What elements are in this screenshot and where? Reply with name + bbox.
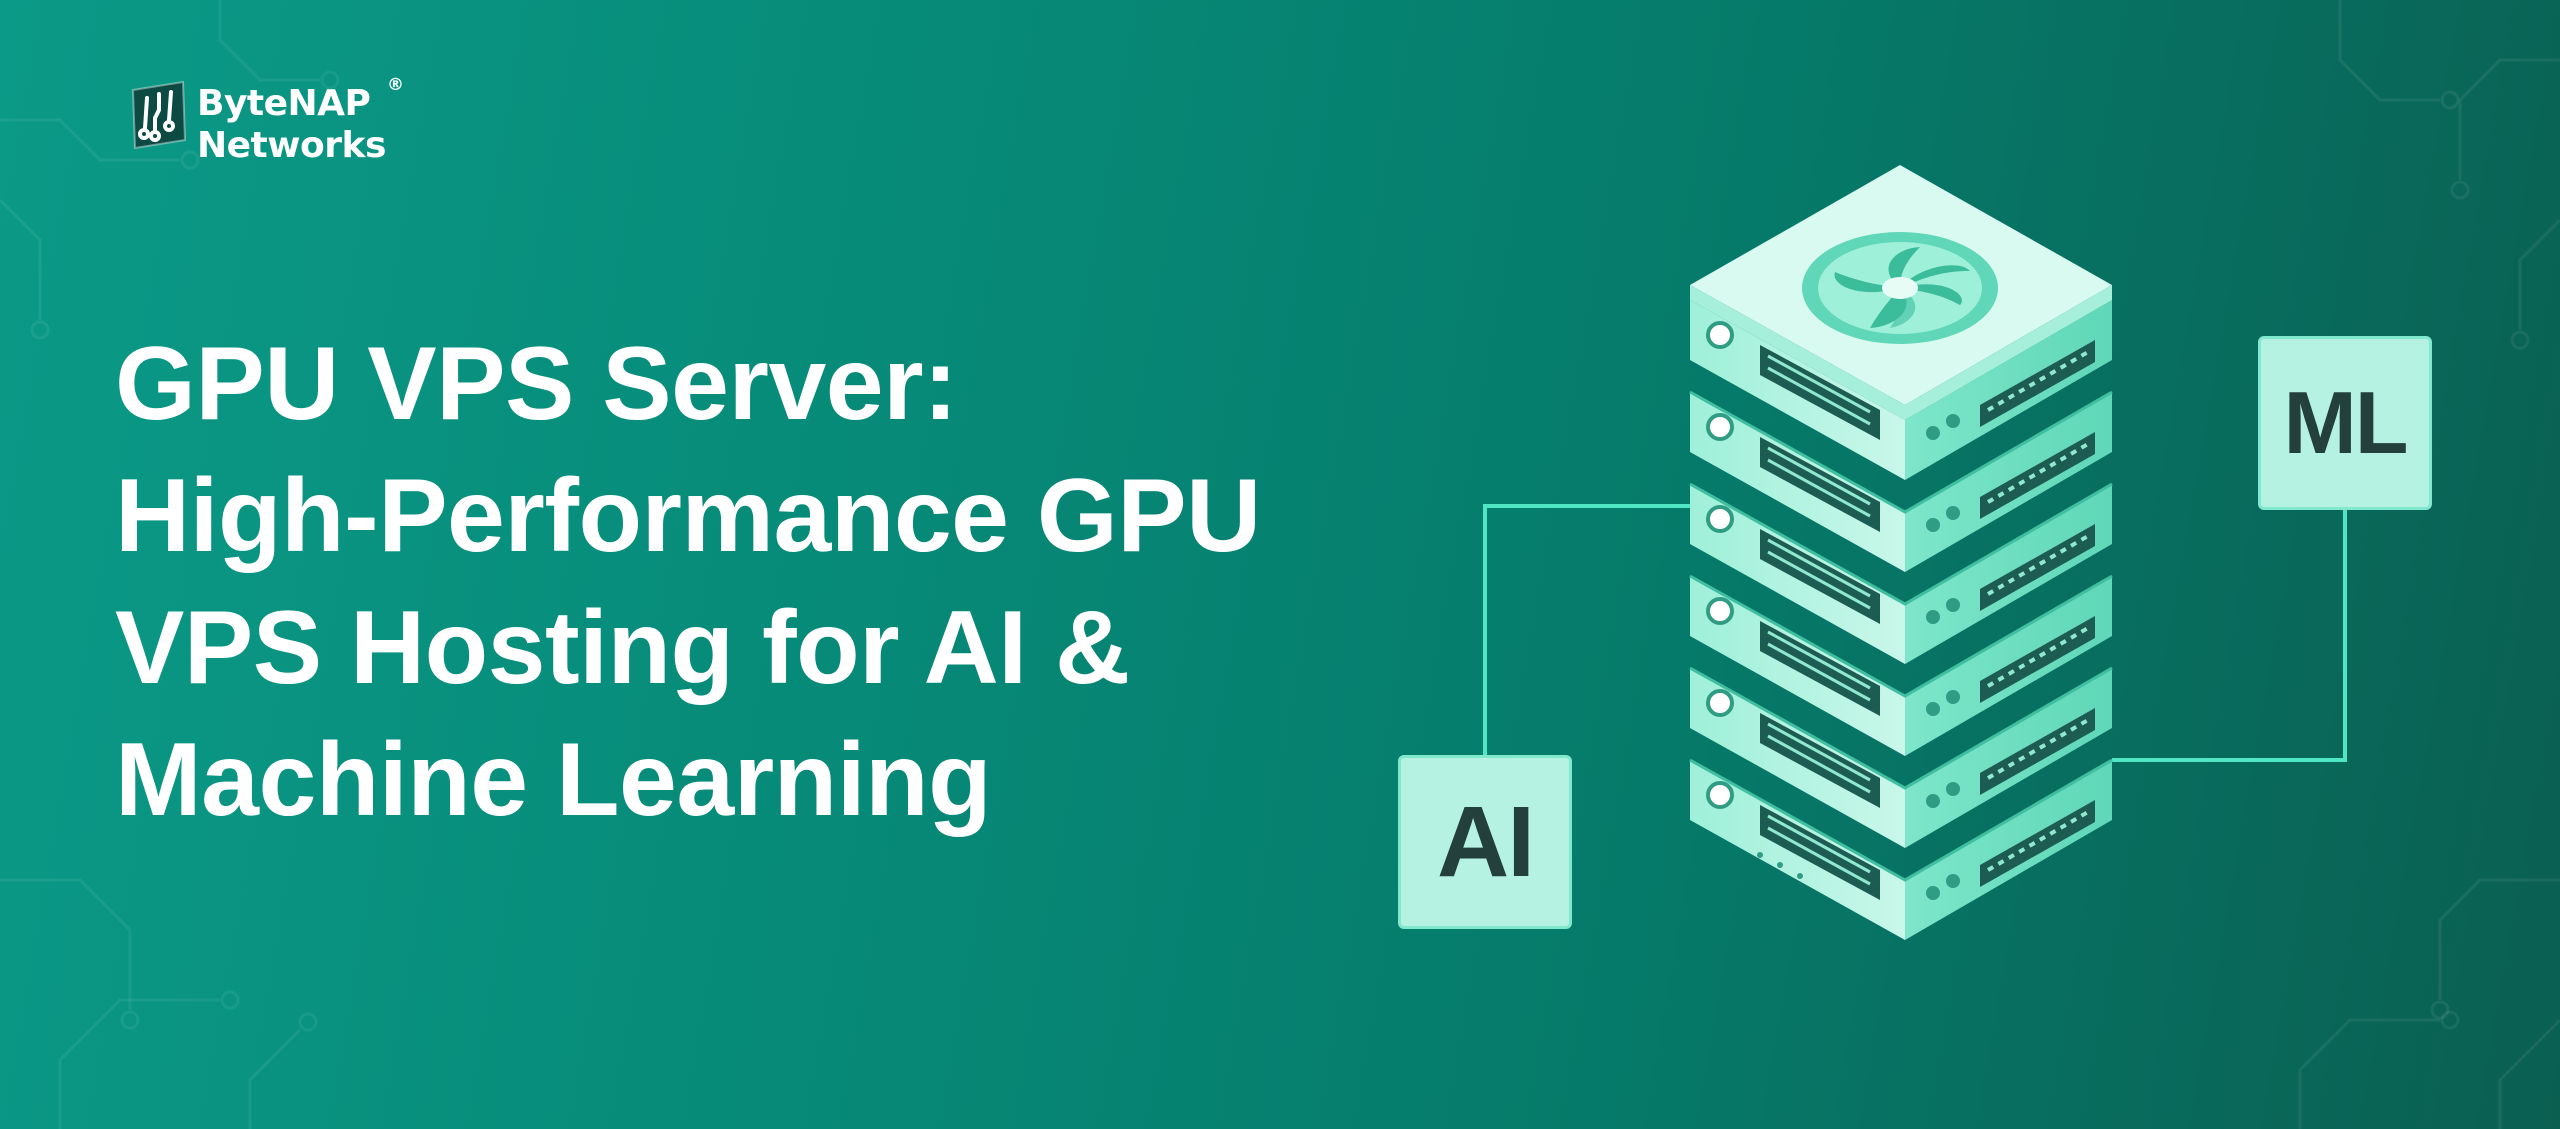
- brand-name: ByteNAP: [197, 83, 371, 124]
- headline-line-2: High-Performance GPU: [115, 458, 1261, 574]
- ml-tag: ML: [2258, 336, 2432, 510]
- headline-line-4: Machine Learning: [115, 722, 992, 838]
- brand-logo[interactable]: ByteNAP ® Networks: [125, 75, 425, 170]
- headline-line-3: VPS Hosting for AI &: [115, 590, 1130, 706]
- registered-mark: ®: [387, 75, 404, 95]
- brand-subtitle: Networks: [197, 125, 386, 166]
- headline-line-1: GPU VPS Server:: [115, 326, 958, 442]
- server-rack-icon: [1689, 165, 2113, 940]
- page-title: GPU VPS Server: High-Performance GPU VPS…: [115, 318, 1365, 846]
- bytenap-logo-icon: [131, 80, 187, 150]
- ai-tag: AI: [1398, 755, 1572, 929]
